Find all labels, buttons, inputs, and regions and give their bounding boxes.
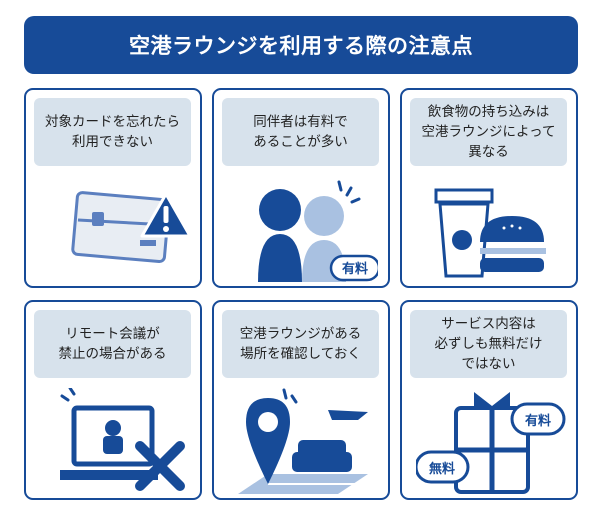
card-lounge-location: 空港ラウンジがある 場所を確認しておく [212,300,390,500]
card-companion-fee: 同伴者は有料で あることが多い 有料 [212,88,390,288]
card-food-drink: 飲食物の持ち込みは 空港ラウンジによって 異なる [400,88,578,288]
card-label: サービス内容は 必ずしも無料だけ ではない [410,310,567,378]
card-label: 対象カードを忘れたら 利用できない [34,98,191,166]
card-label: 飲食物の持ち込みは 空港ラウンジによって 異なる [410,98,567,166]
gift-price-icon: 有料 無料 [416,392,566,494]
card-service-fee: サービス内容は 必ずしも無料だけ ではない 有料 無料 [400,300,578,500]
free-badge-text: 無料 [429,461,455,477]
credit-card-warning-icon [71,191,190,264]
paid-badge-text: 有料 [525,413,551,429]
card-label: リモート会議が 禁止の場合がある [34,310,191,378]
card-label: 空港ラウンジがある 場所を確認しておく [222,310,379,378]
card-label: 同伴者は有料で あることが多い [222,98,379,166]
card-forgot-card: 対象カードを忘れたら 利用できない [24,88,202,288]
location-lounge-icon [238,388,368,494]
laptop-prohibited-icon [60,388,185,491]
page-title: 空港ラウンジを利用する際の注意点 [24,16,578,74]
food-drink-icon [434,188,546,278]
paid-badge-text: 有料 [342,261,368,277]
companion-people-icon: 有料 [258,180,378,282]
card-remote-meeting: リモート会議が 禁止の場合がある [24,300,202,500]
